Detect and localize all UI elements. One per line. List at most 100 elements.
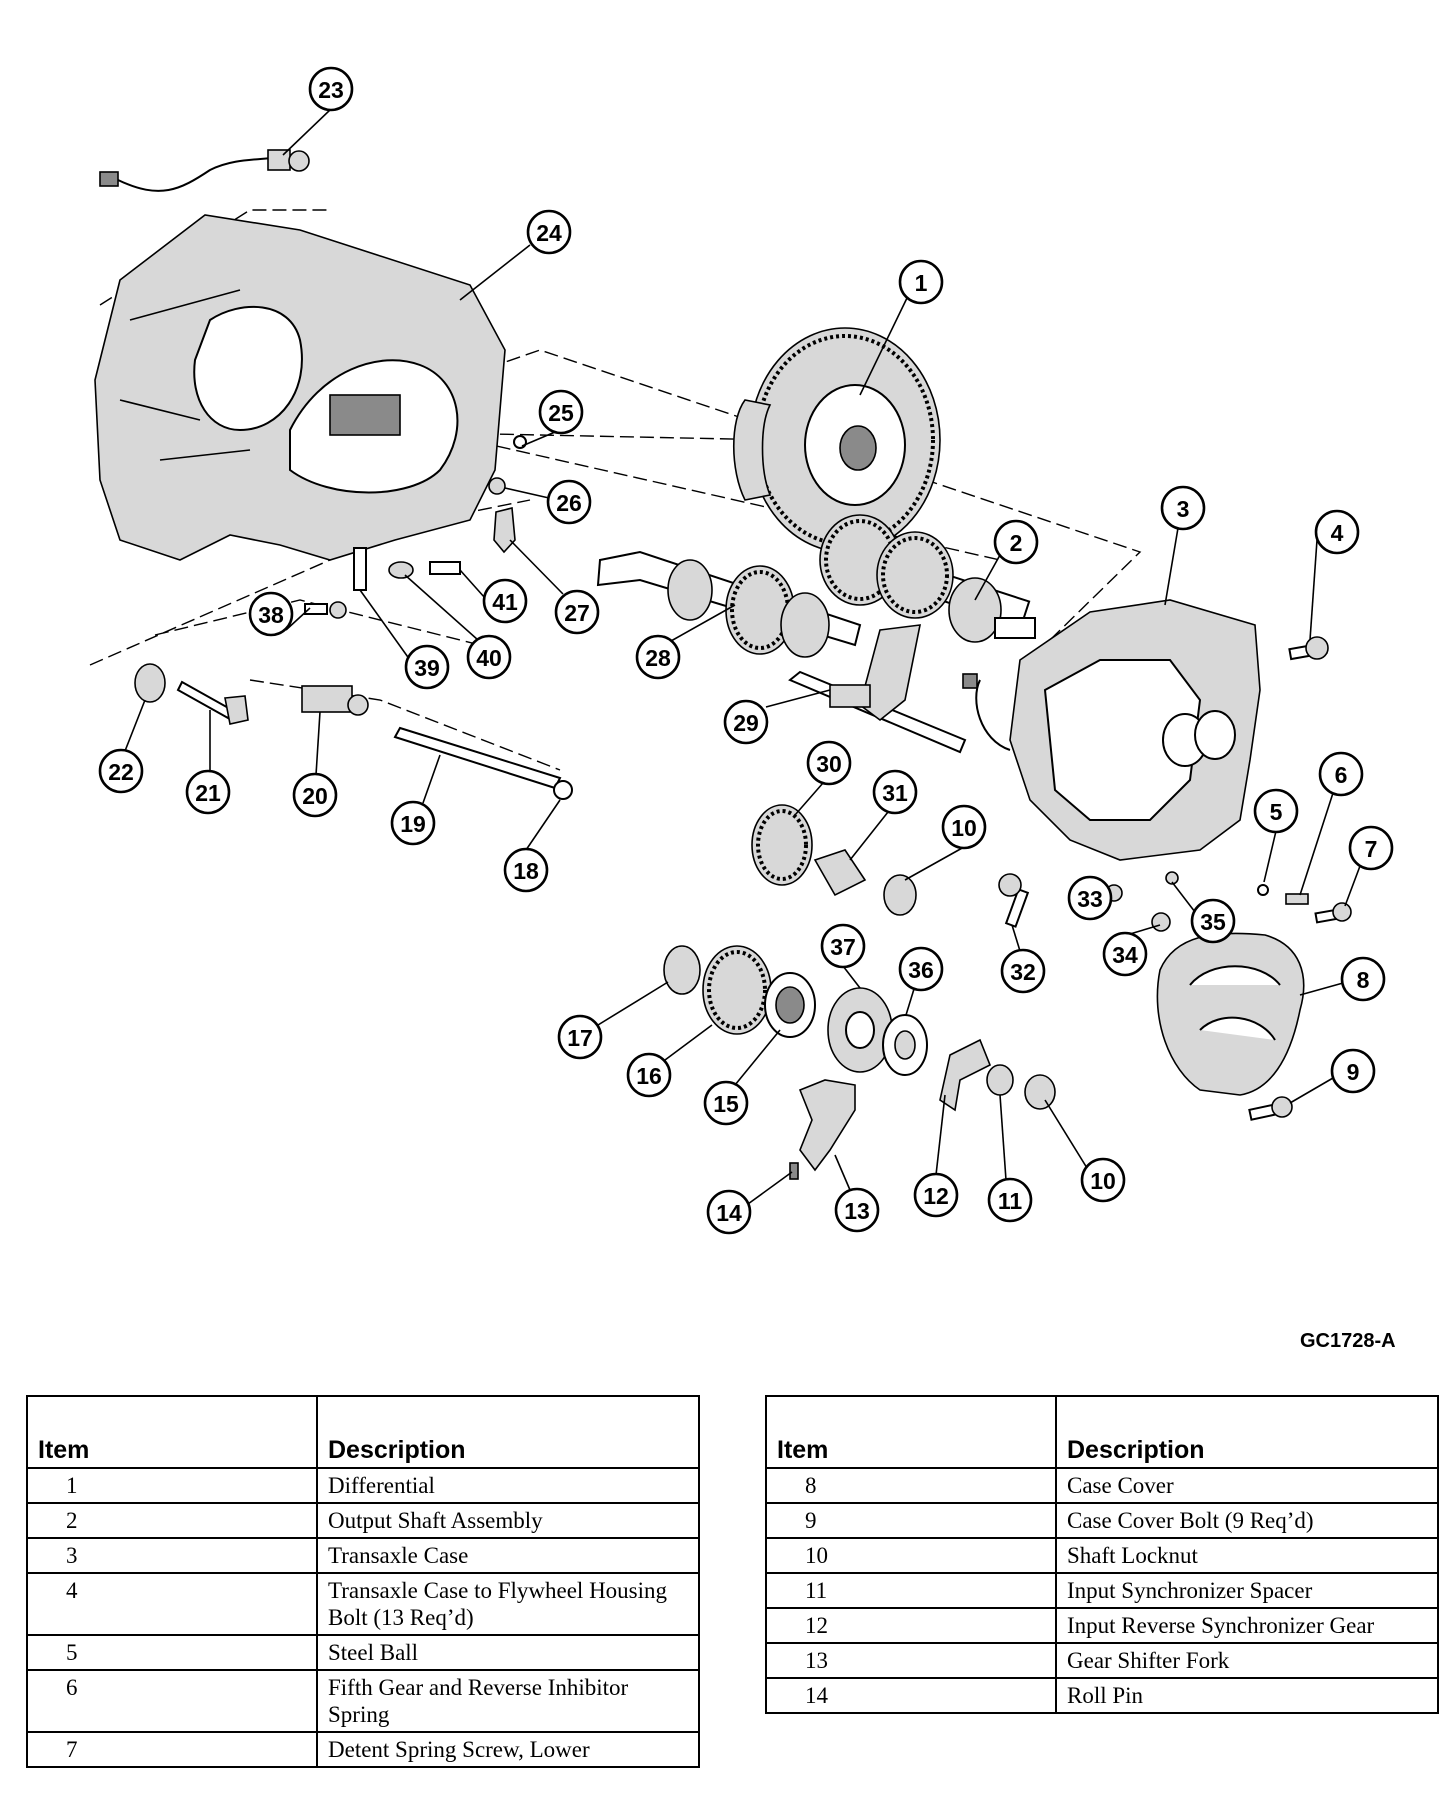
callout-number: 5 (1270, 799, 1283, 825)
callout-number: 10 (951, 815, 977, 841)
callout-number: 21 (195, 780, 221, 806)
callout-5: 5 (1253, 788, 1299, 834)
item-description: Case Cover Bolt (9 Req’d) (1055, 1502, 1439, 1539)
callout-13: 13 (834, 1187, 880, 1233)
callout-number: 6 (1335, 762, 1348, 788)
callout-circle (872, 769, 918, 815)
callout-19: 19 (390, 800, 436, 846)
table-header-row: Item Description (765, 1395, 1439, 1469)
table-header-row: Item Description (26, 1395, 700, 1469)
item-description: Input Reverse Synchronizer Gear (1055, 1607, 1439, 1644)
gear-shifter-fork (789, 1079, 856, 1180)
callout-14: 14 (706, 1189, 752, 1235)
callout-circle (706, 1189, 752, 1235)
callout-number: 8 (1357, 967, 1370, 993)
callout-10: 10 (941, 804, 987, 850)
callout-number: 32 (1010, 959, 1036, 985)
callout-32: 32 (1000, 948, 1046, 994)
callout-number: 34 (1112, 942, 1138, 968)
item-description: Transaxle Case (316, 1537, 700, 1574)
callout-labels: 1234567891010111213141516171819202122232… (98, 66, 1394, 1235)
callout-number: 40 (476, 645, 502, 671)
callout-number: 27 (564, 600, 590, 626)
item-number: 11 (765, 1572, 1057, 1609)
callout-circle (185, 769, 231, 815)
callout-number: 16 (636, 1063, 662, 1089)
callout-36: 36 (898, 946, 944, 992)
callout-circle (503, 847, 549, 893)
callout-number: 41 (492, 589, 518, 615)
callout-circle (308, 66, 354, 112)
callout-number: 15 (713, 1091, 739, 1117)
item-description: Steel Ball (316, 1634, 700, 1671)
callout-circle (1102, 931, 1148, 977)
callout-39: 39 (404, 644, 450, 690)
output-shaft-assembly (819, 514, 1036, 643)
flywheel-housing (94, 214, 506, 561)
input-shaft (596, 550, 862, 658)
callout-9: 9 (1330, 1048, 1376, 1094)
callout-1: 1 (898, 259, 944, 305)
callout-circle (635, 634, 681, 680)
callout-29: 29 (723, 699, 769, 745)
callout-circle (390, 800, 436, 846)
item-description: Case Cover (1055, 1467, 1439, 1504)
item-description: Transaxle Case to Flywheel Housing Bolt … (316, 1572, 700, 1636)
callout-number: 11 (998, 1188, 1023, 1214)
callout-18: 18 (503, 847, 549, 893)
callout-circle (404, 644, 450, 690)
callout-2: 2 (993, 519, 1039, 565)
item-description: Output Shaft Assembly (316, 1502, 700, 1539)
callout-number: 9 (1347, 1059, 1360, 1085)
callout-number: 31 (882, 780, 908, 806)
callout-number: 17 (567, 1025, 593, 1051)
callout-number: 20 (302, 783, 328, 809)
callout-circle (526, 209, 572, 255)
callout-circle (1318, 751, 1364, 797)
callout-circle (546, 479, 592, 525)
header-description: Description (316, 1395, 700, 1469)
callout-number: 22 (108, 759, 134, 785)
item-description: Roll Pin (1055, 1677, 1439, 1714)
callout-circle (1000, 948, 1046, 994)
callout-10: 10 (1080, 1157, 1126, 1203)
callout-27: 27 (554, 589, 600, 635)
callout-number: 23 (318, 77, 344, 103)
callout-circle (554, 589, 600, 635)
exploded-transaxle-diagram: 1234567891010111213141516171819202122232… (89, 66, 1394, 1235)
item-number: 6 (26, 1669, 318, 1733)
item-description: Fifth Gear and Reverse Inhibitor Spring (316, 1669, 700, 1733)
item-number: 3 (26, 1537, 318, 1574)
callout-23: 23 (308, 66, 354, 112)
callout-11: 11 (987, 1177, 1033, 1223)
transaxle-case (962, 599, 1261, 861)
callout-circle (1348, 825, 1394, 871)
item-number: 9 (765, 1502, 1057, 1539)
reverse-gear-train (663, 945, 1056, 1112)
callout-circle (482, 578, 528, 624)
callout-number: 19 (400, 811, 426, 837)
callout-circle (1160, 485, 1206, 531)
callout-circle (820, 923, 866, 969)
item-number: 10 (765, 1537, 1057, 1574)
callout-number: 14 (716, 1200, 742, 1226)
item-number: 12 (765, 1607, 1057, 1644)
shift-rail-fork (788, 624, 967, 754)
callout-17: 17 (557, 1014, 603, 1060)
callout-number: 30 (816, 751, 842, 777)
callout-circle (987, 1177, 1033, 1223)
callout-number: 7 (1365, 836, 1378, 862)
callout-circle (557, 1014, 603, 1060)
callout-28: 28 (635, 634, 681, 680)
callout-circle (806, 740, 852, 786)
callout-circle (626, 1052, 672, 1098)
callout-number: 38 (258, 602, 284, 628)
